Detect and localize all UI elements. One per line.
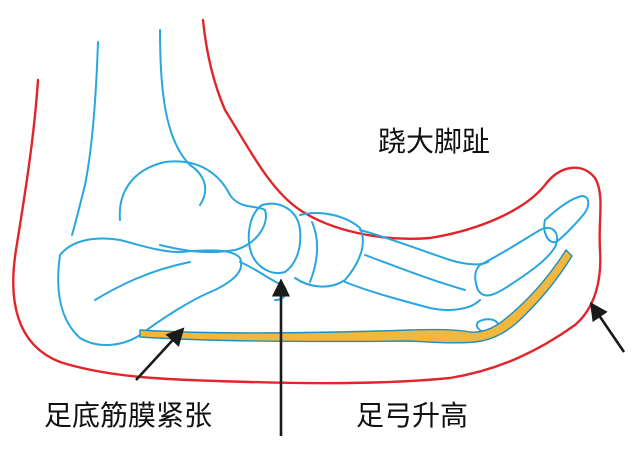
fibula-bone [71,41,99,236]
fascia-tension-label: 足底筋膜紧张 [44,399,213,432]
skin-outline-heel [12,18,602,385]
foot-bones [57,29,590,346]
toe-raise-label: 跷大脚趾 [378,125,491,158]
talus-bone [118,160,267,254]
calcaneus-bone [57,237,243,346]
skin-outline [12,18,602,385]
calcaneus-inner-line [94,261,191,301]
proximal-phalanx-bone [474,226,558,297]
metatarsal-bones [344,229,489,311]
navicular-bone [247,202,302,274]
cuneiform-divider [309,221,318,283]
arch-raise-label: 足弓升高 [356,399,469,432]
cuneiform-bones [294,212,364,288]
distal-phalanx-bone [543,195,590,244]
tibia-bone [159,29,207,206]
arrow-fascia-tension [135,327,185,381]
arrow-toe-raise [589,301,626,353]
metatarsal-inner-line [364,254,466,291]
annotation-arrows [135,278,626,436]
